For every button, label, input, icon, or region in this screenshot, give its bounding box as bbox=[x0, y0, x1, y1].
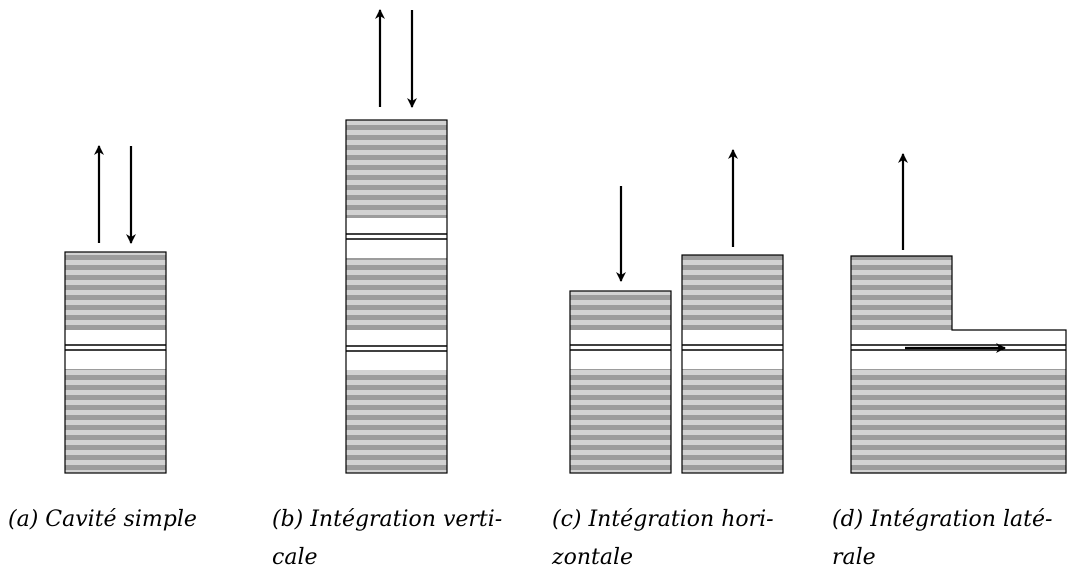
device-outline bbox=[569, 290, 672, 474]
device-outline bbox=[345, 119, 448, 474]
panel-c bbox=[569, 149, 784, 474]
device-outline bbox=[64, 251, 167, 474]
top-mirror bbox=[851, 256, 952, 330]
caption-line: zontale bbox=[552, 545, 634, 570]
top-mirror bbox=[346, 120, 447, 218]
panel-d bbox=[850, 153, 1067, 474]
bottom-mirror bbox=[65, 369, 166, 473]
caption-line: (a) Cavité simple bbox=[8, 507, 197, 532]
panel-b bbox=[345, 9, 448, 474]
caption-line: (d) Intégration laté- bbox=[832, 507, 1053, 532]
bottom-mirror bbox=[851, 369, 1066, 473]
top-mirror bbox=[65, 252, 166, 330]
caption-line: (c) Intégration hori- bbox=[552, 507, 774, 532]
device-outline bbox=[850, 255, 1067, 474]
bottom-mirror bbox=[570, 369, 671, 473]
bottom-mirror bbox=[346, 370, 447, 473]
middle-mirror bbox=[346, 258, 447, 330]
caption-b: (b) Intégration verti- cale bbox=[272, 501, 502, 577]
device-outline bbox=[681, 254, 784, 474]
bottom-mirror bbox=[682, 369, 783, 473]
cavity-layer bbox=[346, 330, 447, 370]
vcsel-integration-figure bbox=[64, 9, 1067, 474]
panel-a bbox=[64, 145, 167, 474]
caption-c: (c) Intégration hori- zontale bbox=[552, 501, 774, 577]
top-mirror bbox=[682, 255, 783, 330]
top-mirror bbox=[570, 291, 671, 330]
caption-line: (b) Intégration verti- bbox=[272, 507, 503, 532]
caption-a: (a) Cavité simple bbox=[8, 501, 197, 539]
caption-d: (d) Intégration laté- rale bbox=[832, 501, 1052, 577]
cavity-layer bbox=[346, 218, 447, 258]
caption-line: rale bbox=[832, 545, 876, 570]
caption-line: cale bbox=[272, 545, 318, 570]
